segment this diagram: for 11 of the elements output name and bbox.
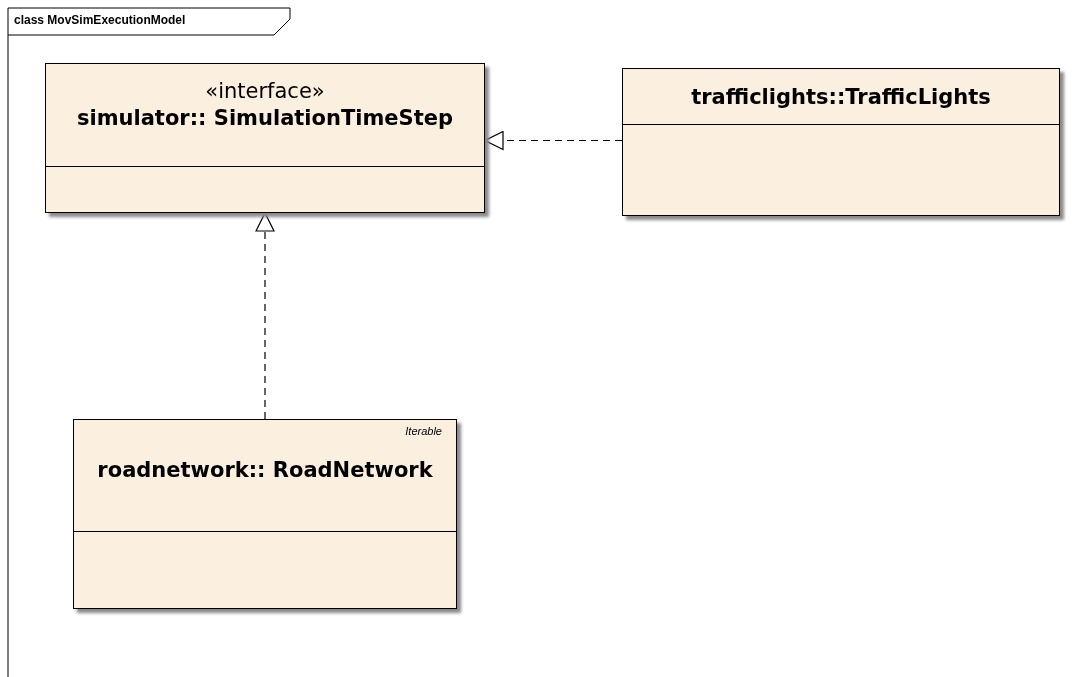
- realization-arrow: [255, 212, 275, 420]
- class-name: simulator:: SimulationTimeStep: [75, 105, 455, 132]
- class-name: trafficlights::TrafficLights: [690, 84, 992, 111]
- template-parameter: Iterable: [404, 424, 443, 438]
- class-box: [45, 63, 485, 213]
- realization-arrow: [484, 130, 623, 151]
- class-box: [622, 68, 1060, 216]
- class-name: roadnetwork:: RoadNetwork: [96, 457, 434, 484]
- class-box: [73, 419, 457, 609]
- frame-title: class MovSimExecutionModel: [14, 13, 186, 27]
- stereotype-label: «interface»: [204, 78, 326, 105]
